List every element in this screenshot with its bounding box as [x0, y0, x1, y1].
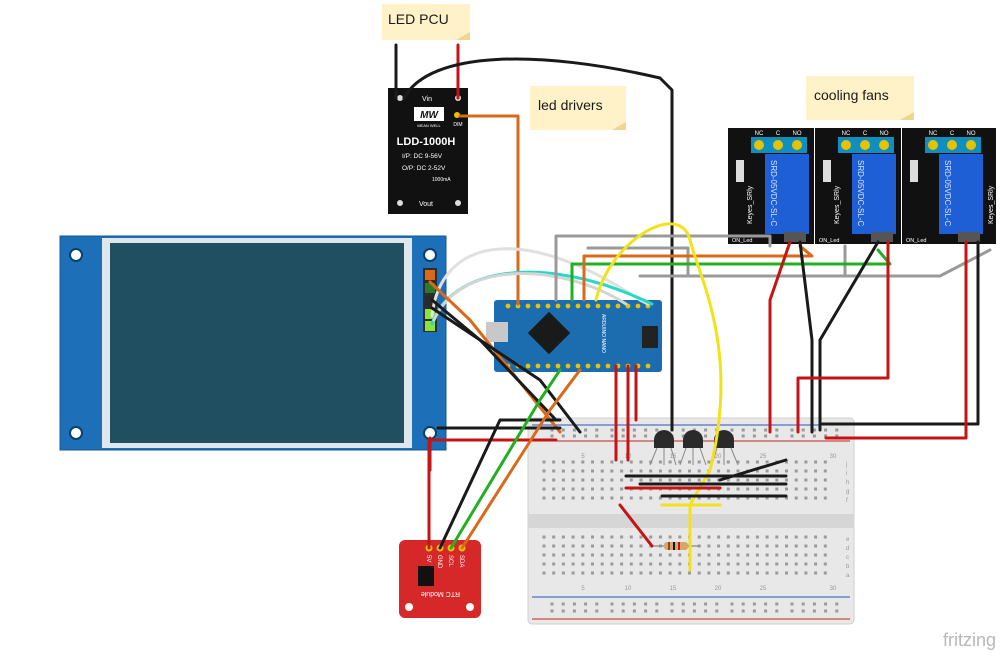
led-driver-vout-label: Vout	[419, 201, 433, 208]
wire-display-black-2	[430, 306, 582, 434]
row-letter-h: h	[846, 480, 849, 486]
wire-grey-1	[554, 234, 772, 302]
row-letter-c: c	[846, 555, 849, 561]
note-led-pcu: LED PCU	[382, 4, 470, 40]
led-driver-output-spec: O/P: DC 2-52V	[402, 165, 446, 172]
relay-2-no: NO	[880, 131, 889, 137]
relay-3-c: C	[950, 131, 955, 137]
wire-white	[430, 247, 650, 318]
relay-1-text: SRD-05VDC-SL-C	[769, 160, 778, 226]
breadboard-col-10-bottom: 10	[625, 586, 632, 592]
rtc-label: RTC Module	[421, 590, 460, 597]
breadboard-col-5: 5	[581, 454, 585, 460]
breadboard-col-30: 30	[830, 454, 837, 460]
row-letter-e: e	[846, 537, 850, 543]
relay-3-brand: Keyes_SRly	[988, 185, 995, 224]
wire-relay3-black	[818, 240, 980, 426]
wire-rtc-red	[427, 438, 558, 550]
relay-1-brand: Keyes_SRly	[747, 185, 754, 224]
note-led-pcu-text: LED PCU	[388, 11, 449, 27]
wire-rtc-black	[438, 418, 562, 550]
relay-3-text: SRD-05VDC-SL-C	[943, 160, 952, 226]
arduino-nano: ARDUINO NANO	[486, 300, 662, 372]
rtc-pin-gnd: GND	[436, 555, 442, 569]
relay-2-text: SRD-05VDC-SL-C	[856, 160, 865, 226]
wire-relay2-black	[818, 240, 880, 432]
row-letter-g: g	[846, 489, 849, 495]
breadboard-col-15-bottom: 15	[670, 586, 677, 592]
wire-rtc-orange	[460, 368, 582, 550]
relay-module-1: NC C NO SRD-05VDC-SL-C Keyes_SRly ON_Led	[728, 128, 814, 244]
wire-grey-3	[638, 248, 992, 278]
rtc-pin-sda: SDA	[458, 555, 464, 567]
jumper-red-2	[618, 503, 654, 548]
tft-display-module	[59, 235, 447, 451]
resistor	[652, 542, 700, 550]
row-letter-b: b	[846, 564, 850, 570]
rtc-pin-5v: 5V	[425, 555, 431, 562]
relay-2-on-led: ON_Led	[819, 238, 840, 244]
relay-2-nc: NC	[842, 131, 851, 137]
breadboard-col-5-bottom: 5	[581, 586, 585, 592]
led-driver-dim-label: DIM	[453, 122, 462, 128]
row-letter-j: j	[845, 462, 847, 468]
rtc-pin-scl: SCL	[447, 555, 453, 567]
relay-2-c: C	[863, 131, 868, 137]
breadboard-col-25-bottom: 25	[760, 586, 767, 592]
wires	[394, 43, 992, 572]
transistor-3	[711, 430, 739, 466]
relay-2-brand: Keyes_SRly	[834, 185, 841, 224]
breadboard-col-30-bottom: 30	[830, 586, 837, 592]
rtc-module: 5V GND SCL SDA RTC Module	[399, 540, 481, 618]
wire-relay2-red	[796, 240, 890, 434]
led-driver-module: Vin DIM MW MEAN WELL LDD-1000H I/P: DC 9…	[388, 88, 468, 214]
note-cooling-fans-text: cooling fans	[814, 87, 889, 103]
wire-dim-orange	[458, 114, 520, 306]
led-driver-vin-label: Vin	[422, 96, 432, 103]
relay-3-nc: NC	[929, 131, 938, 137]
relay-module-3: NC C NO SRD-05VDC-SL-C Keyes_SRly ON_Led	[902, 128, 996, 244]
relay-1-nc: NC	[755, 131, 764, 137]
transistor-2	[679, 430, 707, 466]
breadboard-col-20-bottom: 20	[715, 586, 722, 592]
relay-1-no: NO	[793, 131, 802, 137]
row-letter-d: d	[846, 546, 849, 552]
wire-relay1-red	[768, 240, 792, 434]
note-cooling-fans: cooling fans	[806, 76, 914, 120]
led-driver-model: LDD-1000H	[397, 136, 456, 148]
arduino-label: ARDUINO NANO	[600, 314, 606, 353]
note-led-drivers-text: led drivers	[538, 97, 603, 113]
row-letter-f: f	[846, 498, 848, 504]
fritzing-watermark: fritzing	[943, 630, 996, 650]
arduino-pin-headers	[505, 303, 651, 369]
row-letter-i: i	[846, 471, 847, 477]
wire-yellow	[594, 222, 723, 572]
mean-well-subtext: MEAN WELL	[417, 123, 441, 128]
relay-module-2: NC C NO SRD-05VDC-SL-C Keyes_SRly ON_Led	[815, 128, 901, 244]
wire-rtc-green	[449, 368, 562, 550]
mean-well-logo: MW	[420, 110, 439, 121]
row-letter-a: a	[846, 573, 850, 579]
wire-relay1-black	[798, 240, 814, 434]
wire-driver-black-long	[402, 57, 674, 432]
led-driver-input-spec: I/P: DC 9-56V	[402, 153, 443, 160]
relay-3-on-led: ON_Led	[906, 238, 927, 244]
breadboard-col-25: 25	[760, 454, 767, 460]
wire-orange-relay	[582, 244, 814, 302]
relay-1-c: C	[776, 131, 781, 137]
wire-green-relay	[570, 248, 892, 302]
transistor-1	[649, 430, 677, 466]
note-led-drivers: led drivers	[530, 86, 626, 130]
relay-3-no: NO	[967, 131, 976, 137]
relay-1-on-led: ON_Led	[732, 238, 753, 244]
wire-relay3-red	[824, 240, 968, 440]
led-driver-current: 1000mA	[432, 177, 451, 183]
breadboard-col-20: 20	[715, 454, 722, 460]
